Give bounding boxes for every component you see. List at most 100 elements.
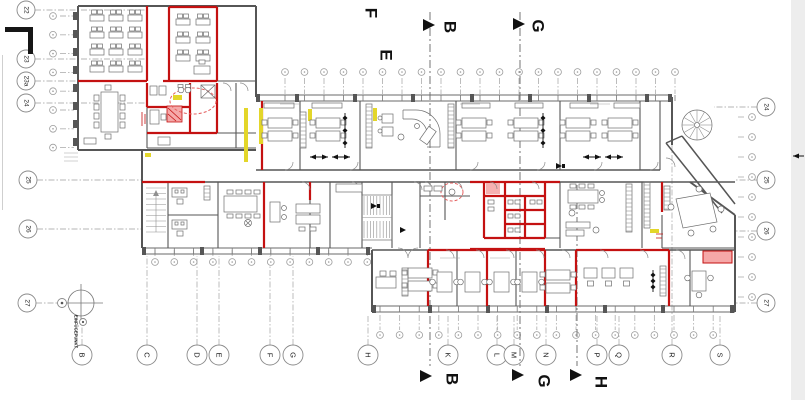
grid-bubble-label: 25 (25, 176, 32, 184)
office-desks-left (171, 187, 188, 237)
facade-lines (142, 94, 735, 313)
grid-bubble-N (535, 344, 557, 366)
door-swing-arcs (222, 82, 686, 260)
minor-grid-dot (576, 71, 579, 73)
furniture (292, 132, 299, 139)
grid-bubble-label: H (364, 352, 373, 357)
facade-pier (316, 247, 320, 255)
spiral-stair (681, 109, 713, 141)
furniture (197, 49, 203, 55)
facade-pier (661, 305, 665, 313)
spiral-spoke (683, 126, 695, 133)
furniture (197, 31, 203, 37)
minor-grid-dot (712, 334, 714, 336)
furniture (486, 119, 493, 126)
yellow-mark (145, 153, 151, 157)
grid-bubble-23a (16, 71, 36, 91)
revision-cloud (169, 87, 217, 115)
revision-cloud (440, 182, 464, 202)
pilaster (73, 84, 78, 92)
section-letter-H: H (592, 376, 611, 388)
spiral-spoke (689, 127, 696, 139)
furniture (507, 132, 514, 139)
minor-grid-dot (192, 261, 195, 263)
minor-grid-dot (479, 71, 481, 73)
arrowhead-icon (793, 153, 799, 159)
minor-grid-dot (457, 334, 460, 336)
furniture (538, 132, 545, 139)
furniture (461, 117, 487, 129)
chair (514, 278, 521, 286)
minor-grid-dot (536, 334, 538, 336)
grid-bubble-26 (18, 219, 38, 239)
furniture (175, 36, 191, 44)
minor-grid-dot (420, 71, 423, 73)
furniture (601, 132, 608, 139)
furniture (183, 31, 189, 37)
furniture (461, 130, 487, 142)
grid-bubble-label: N (542, 352, 551, 357)
insertion-point-marker: EINFÜGEPUNKT (57, 284, 103, 348)
facade-piers (142, 94, 734, 313)
wall-pilasters (73, 12, 78, 146)
furniture (127, 14, 143, 22)
shelf (299, 111, 307, 149)
furniture (632, 132, 639, 139)
lower-wing-desks (375, 270, 714, 299)
furniture (565, 117, 591, 129)
facade-pier (258, 247, 262, 255)
shelf (625, 183, 633, 233)
minor-grid-dot (438, 334, 440, 336)
spiral-spoke (689, 111, 696, 123)
dimension-tick (540, 140, 546, 146)
furniture (493, 271, 510, 293)
pilaster (73, 138, 78, 146)
furniture (203, 49, 209, 55)
shelf (365, 103, 373, 149)
furniture (263, 102, 295, 109)
pink-highlight (486, 183, 500, 194)
furniture (545, 269, 571, 281)
conference-table (223, 189, 261, 227)
furniture (110, 9, 116, 15)
facade-pier (411, 94, 415, 102)
facade-pier (668, 94, 672, 102)
furniture (129, 43, 135, 49)
furniture (135, 9, 141, 15)
furniture (110, 60, 116, 66)
facade-pier (587, 94, 591, 102)
minor-grid-dot (751, 176, 753, 178)
furniture (89, 48, 105, 56)
minor-grid-dot (52, 146, 54, 149)
furniture (127, 65, 143, 73)
plant (568, 209, 576, 217)
dimension-dashes (64, 103, 610, 259)
minor-grid-dot (173, 261, 176, 263)
furniture (261, 132, 268, 139)
furniture (91, 9, 97, 15)
pink-highlights (166, 105, 733, 264)
minor-grid-dot (270, 261, 272, 263)
arrowhead-icon (332, 154, 338, 160)
yellow-wall-strip (244, 108, 248, 162)
furniture (91, 43, 97, 49)
dimension-tick (342, 115, 348, 121)
furniture (587, 280, 594, 287)
grid-bubble-label: F (266, 353, 275, 358)
minor-grid-dot (751, 276, 753, 278)
facade-pier (428, 305, 432, 313)
furniture (538, 119, 545, 126)
right-edge-strip (791, 0, 805, 400)
facade-pier (528, 94, 532, 102)
generated-furniture (89, 9, 804, 297)
furniture (309, 132, 316, 139)
furniture (110, 26, 116, 32)
section-arrow-icon (512, 369, 524, 381)
arrowhead-icon (310, 154, 316, 160)
grid-bubble-label: G (289, 352, 298, 358)
minor-grid-dot (459, 71, 462, 73)
minor-grid-dot (52, 71, 54, 74)
furniture (559, 132, 566, 139)
furniture (129, 9, 135, 15)
